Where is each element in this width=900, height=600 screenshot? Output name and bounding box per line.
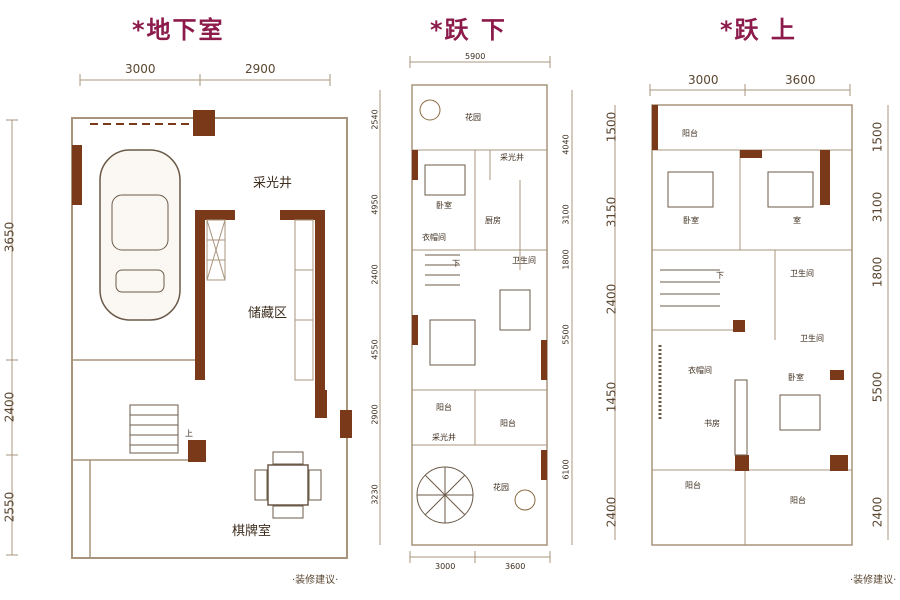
bed-icon xyxy=(667,171,821,431)
basement-dim-left-1: 3650 xyxy=(2,221,17,253)
upper-balcony-br-label: 阳台 xyxy=(790,496,806,505)
lower-garden-top-label: 花园 xyxy=(465,113,481,122)
upper-dim-right-2: 3100 xyxy=(870,191,885,223)
basement-plan xyxy=(6,74,352,559)
lower-dim-right-5: 6100 xyxy=(561,459,571,480)
basement-dim-top-1: 3000 xyxy=(125,62,156,76)
lower-closet-label: 衣帽间 xyxy=(422,233,446,242)
upper-dim-left-2: 3150 xyxy=(604,196,619,228)
upper-bedroom-left-label: 卧室 xyxy=(683,216,699,225)
upper-closet-label: 衣帽间 xyxy=(688,366,712,375)
basement-dim-left-3: 2550 xyxy=(2,491,17,523)
basement-skylight-label: 采光井 xyxy=(253,176,293,191)
lower-floor-plan xyxy=(379,56,573,563)
upper-dim-left-4: 1450 xyxy=(604,381,619,413)
lower-dim-left-4: 4550 xyxy=(370,339,380,360)
upper-master-bedroom-label: 卧室 xyxy=(788,373,804,382)
lower-garden-bottom-label: 花园 xyxy=(493,483,509,492)
upper-dim-right-4: 5500 xyxy=(870,371,885,403)
lower-dim-left-6: 3230 xyxy=(370,484,380,505)
footer-note-left: ·装修建议· xyxy=(292,575,339,586)
footer-note-right: ·装修建议· xyxy=(850,575,897,586)
upper-floor-plan xyxy=(614,84,889,546)
basement-dim-left-2: 2400 xyxy=(2,391,17,423)
patio-umbrella-icon xyxy=(416,466,474,524)
upper-balcony-bl-label: 阳台 xyxy=(685,481,701,490)
lower-balcony-left-label: 阳台 xyxy=(436,403,452,412)
lower-floor-title: *跃 下 xyxy=(430,16,507,44)
lower-dim-bottom-2: 3600 xyxy=(505,562,526,571)
upper-bath-2-label: 卫生间 xyxy=(800,334,824,343)
upper-balcony-top-label: 阳台 xyxy=(682,129,698,138)
lower-dim-left-3: 2400 xyxy=(370,264,380,285)
upper-dim-right-1: 1500 xyxy=(870,121,885,153)
upper-dim-left-3: 2400 xyxy=(604,283,619,315)
upper-dim-left-5: 2400 xyxy=(604,496,619,528)
upper-study-label: 书房 xyxy=(704,419,720,428)
lower-kitchen-label: 厨房 xyxy=(485,216,501,225)
upper-dim-right-3: 1800 xyxy=(870,256,885,288)
lower-skylight-label: 采光井 xyxy=(500,153,524,162)
upper-dim-top-1: 3000 xyxy=(688,73,719,87)
upper-dim-right-5: 2400 xyxy=(870,496,885,528)
basement-stairs-label: 上 xyxy=(185,429,193,438)
lower-skylight-2-label: 采光井 xyxy=(432,433,456,442)
upper-dim-top-2: 3600 xyxy=(785,73,816,87)
basement-dim-top-2: 2900 xyxy=(245,62,276,76)
lower-dim-right-2: 3100 xyxy=(561,204,571,225)
lower-dim-right-4: 5500 xyxy=(561,324,571,345)
lower-dim-top: 5900 xyxy=(465,52,486,61)
lower-dim-bottom-1: 3000 xyxy=(435,562,456,571)
upper-bedroom-right-label: 室 xyxy=(793,216,801,225)
basement-chess-room-label: 棋牌室 xyxy=(232,524,272,539)
lower-bedroom-label: 卧室 xyxy=(436,201,452,210)
lower-dim-left-5: 2900 xyxy=(370,404,380,425)
garden-plants-icon xyxy=(419,99,536,511)
lower-dim-right-3: 1800 xyxy=(561,249,571,270)
basement-title: *地下室 xyxy=(132,16,225,44)
basement-storage-label: 储藏区 xyxy=(248,306,288,321)
upper-floor-title: *跃 上 xyxy=(720,16,797,44)
lower-balcony-right-label: 阳台 xyxy=(500,419,516,428)
lower-bath-label: 卫生间 xyxy=(512,256,536,265)
car-icon xyxy=(99,149,181,321)
upper-stairs-label: 下 xyxy=(716,271,724,280)
lower-stairs-label: 下 xyxy=(452,259,460,268)
mahjong-table-icon xyxy=(254,451,322,519)
upper-bath-1-label: 卫生间 xyxy=(790,269,814,278)
lower-dim-left-2: 4950 xyxy=(370,194,380,215)
lower-dim-right-1: 4040 xyxy=(561,134,571,155)
stairs-icon xyxy=(129,404,179,454)
lower-dim-left-1: 2540 xyxy=(370,109,380,130)
upper-dim-left-1: 1500 xyxy=(604,111,619,143)
